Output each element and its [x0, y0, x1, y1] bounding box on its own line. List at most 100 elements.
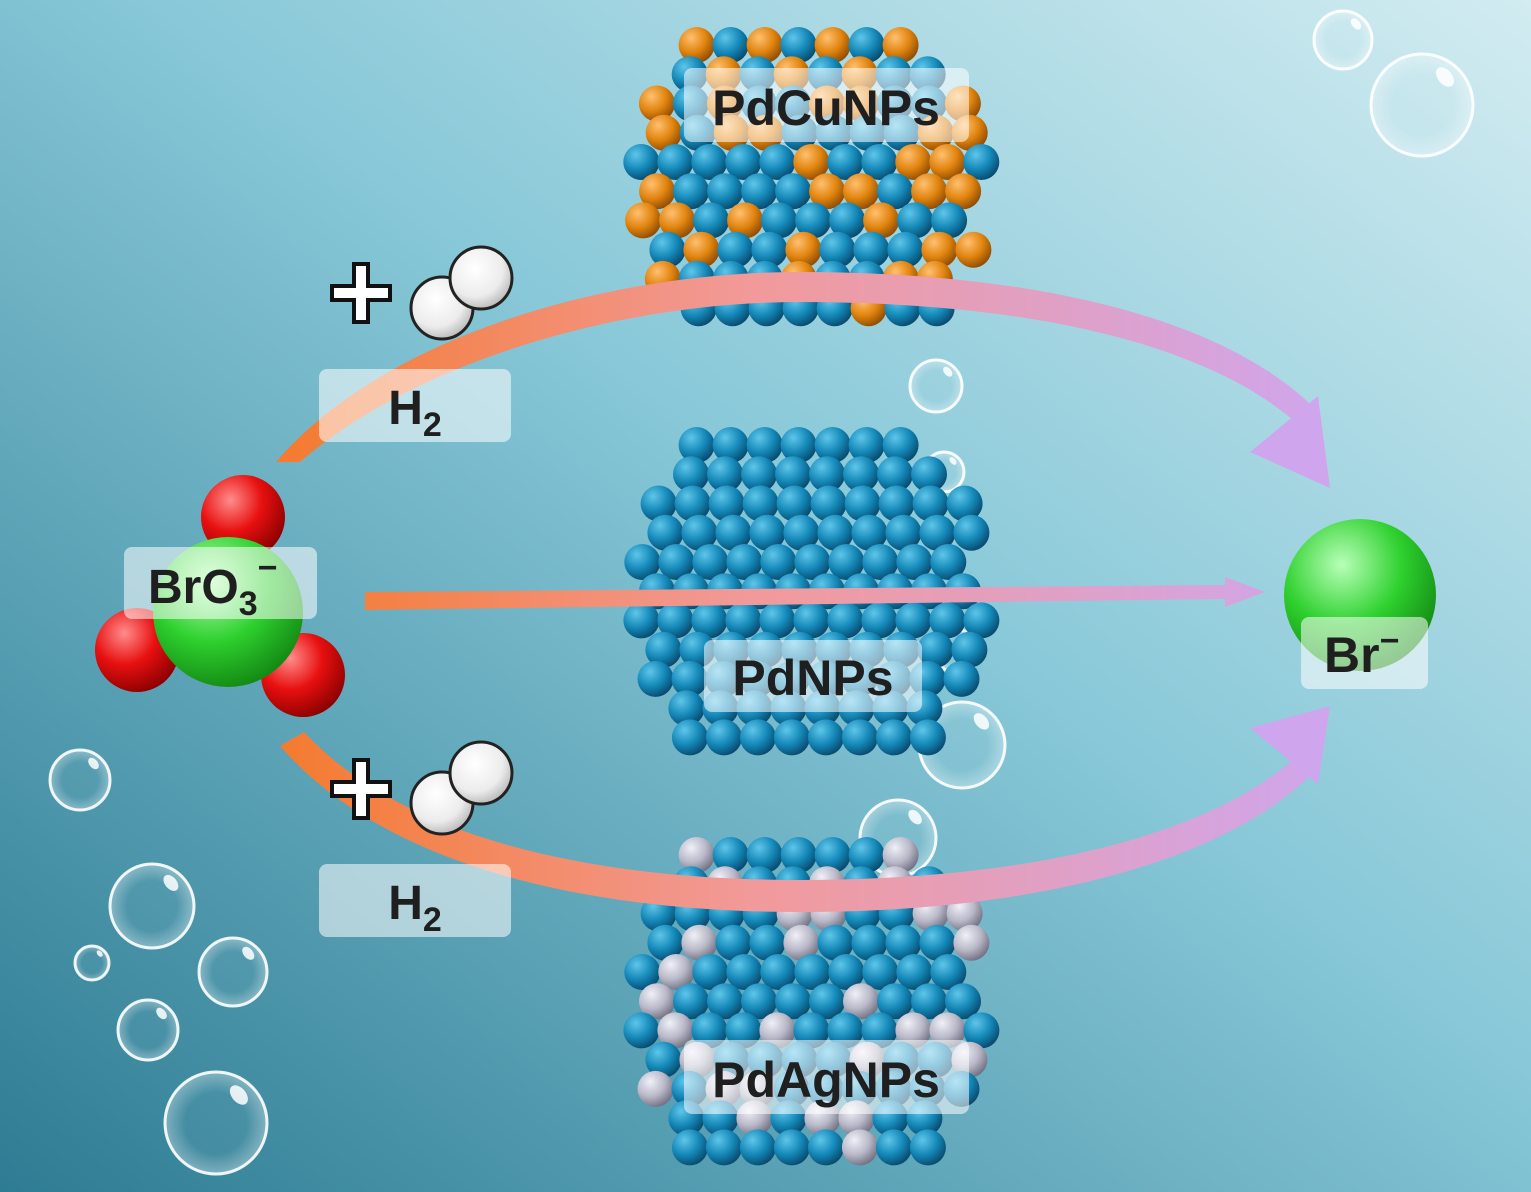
palladium-atom	[814, 427, 851, 463]
copper-atom	[895, 144, 932, 180]
palladium-atom	[851, 514, 888, 551]
copper-atom	[638, 85, 675, 122]
bubble-highlight	[949, 457, 957, 465]
palladium-atom	[885, 514, 922, 551]
palladium-atom	[807, 719, 844, 756]
palladium-atom	[896, 544, 933, 580]
bromide-ion: Br−	[1284, 519, 1436, 689]
pdag-nanoparticle	[623, 837, 1000, 1166]
palladium-atom	[780, 427, 817, 463]
palladium-atom	[775, 173, 812, 210]
palladium-atom	[817, 514, 854, 551]
palladium-atom	[851, 924, 888, 961]
palladium-atom	[624, 954, 661, 990]
palladium-atom	[707, 456, 743, 493]
palladium-atom	[853, 231, 890, 268]
silver-atom	[759, 1012, 796, 1049]
palladium-atom	[759, 144, 796, 180]
palladium-atom	[919, 514, 956, 551]
bubble-highlight	[1350, 18, 1362, 30]
palladium-atom	[809, 456, 845, 493]
palladium-atom	[658, 544, 695, 580]
palladium-atom	[877, 456, 913, 493]
palladium-atom	[827, 144, 864, 180]
palladium-atom	[875, 1129, 912, 1166]
palladium-atom	[795, 202, 832, 239]
bubble-highlight	[96, 950, 103, 957]
palladium-atom	[725, 144, 762, 180]
palladium-atom	[775, 983, 811, 1020]
palladium-atom	[761, 202, 798, 239]
palladium-atom	[705, 1129, 742, 1166]
copper-atom	[659, 202, 696, 239]
copper-atom	[921, 231, 958, 268]
palladium-atom	[671, 660, 708, 697]
palladium-atom	[930, 954, 967, 990]
palladium-atom	[963, 1012, 1000, 1049]
silver-atom	[882, 837, 919, 873]
palladium-atom	[793, 1012, 830, 1049]
palladium-atom	[885, 924, 922, 961]
palladium-atom	[896, 954, 933, 990]
palladium-atom	[712, 27, 749, 63]
palladium-atom	[861, 602, 898, 639]
arrow-top	[276, 272, 1330, 488]
h2-bottom-addition: H2	[319, 740, 514, 939]
bubble-highlight	[242, 946, 255, 960]
palladium-atom	[877, 983, 913, 1020]
palladium-atom	[817, 924, 854, 961]
bubble-highlight	[163, 874, 179, 891]
bubble-highlight	[88, 757, 99, 770]
copper-atom	[727, 202, 764, 239]
palladium-atom	[712, 427, 749, 463]
palladium-atom	[945, 983, 981, 1020]
label-pd-text: PdNPs	[732, 650, 893, 706]
palladium-atom	[637, 660, 674, 697]
bubble	[48, 748, 112, 812]
palladium-atom	[887, 231, 924, 268]
palladium-atom	[862, 544, 899, 580]
palladium-atom	[671, 1129, 708, 1166]
palladium-atom	[909, 1129, 946, 1166]
copper-atom	[625, 202, 662, 239]
palladium-atom	[725, 1012, 762, 1049]
palladium-atom	[861, 144, 898, 180]
palladium-atom	[911, 983, 947, 1020]
bubble	[908, 358, 964, 414]
palladium-atom	[623, 1012, 660, 1049]
palladium-atom	[912, 485, 949, 522]
label-pd: PdNPs	[704, 640, 922, 712]
palladium-atom	[726, 544, 763, 580]
silver-atom	[946, 895, 983, 932]
palladium-atom	[674, 485, 711, 522]
bubble-highlight	[156, 1007, 167, 1020]
palladium-atom	[810, 485, 847, 522]
copper-atom	[882, 27, 919, 63]
palladium-atom	[705, 719, 742, 756]
copper-atom	[645, 114, 682, 151]
palladium-atom	[951, 631, 988, 668]
palladium-atom	[673, 456, 709, 493]
palladium-atom	[848, 837, 885, 873]
silver-atom	[658, 954, 695, 990]
palladium-atom	[878, 485, 915, 522]
hydrogen-molecule-icon	[409, 245, 514, 341]
palladium-atom	[673, 983, 709, 1020]
h2-top-addition: H2	[319, 245, 514, 444]
silver-atom	[895, 1012, 932, 1049]
bubble-highlight	[943, 366, 953, 377]
palladium-atom	[776, 485, 813, 522]
palladium-atom	[814, 837, 851, 873]
palladium-atom	[640, 485, 677, 522]
palladium-atom	[829, 202, 866, 239]
palladium-atom	[673, 173, 710, 210]
palladium-atom	[861, 1012, 898, 1049]
copper-atom	[785, 231, 822, 268]
palladium-atom	[780, 27, 817, 63]
palladium-atom	[707, 173, 744, 210]
silver-atom	[637, 1070, 674, 1107]
bubble-highlight	[229, 1085, 248, 1105]
palladium-atom	[760, 954, 797, 990]
palladium-atom	[691, 144, 728, 180]
